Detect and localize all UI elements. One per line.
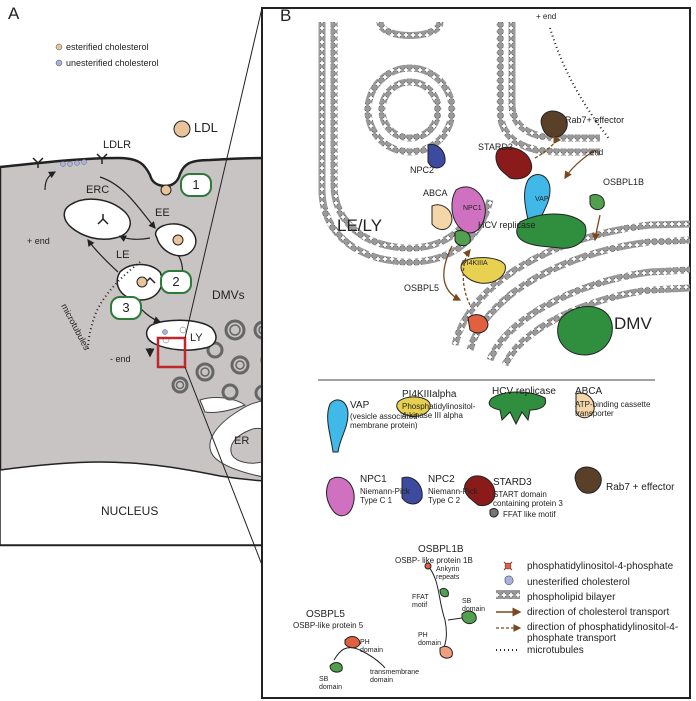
legend-unesterified: unesterified cholesterol [66,58,159,68]
npc1-shape [451,186,486,234]
legend-domain-tm: transmembrane domain [370,669,420,684]
legend-osbpl1b-desc: OSBP- like protein 1B [395,556,473,565]
inner-vesicle [364,20,456,156]
pi4k-shape [460,257,506,284]
osbpl1b-shape [589,193,605,211]
label-b-stard3: STARD3 [478,142,513,152]
legend-hcv-title: HCV replicase [492,386,556,397]
legend-stard3-icon [464,475,496,507]
step-1-badge: 1 [180,173,212,197]
panel-a-letter: A [8,4,20,23]
label-er: ER [234,435,250,447]
legend-esterified: esterified cholesterol [66,42,149,52]
legend-pi4k-title: PI4KIIIalpha [402,389,457,400]
legend-pi4k-desc: Phosphatidylinositol- 4-kinase III alpha [402,402,476,420]
legend-osbpl1b-title: OSBPL1B [418,544,464,555]
label-le: LE [116,249,130,261]
label-b-abca: ABCA [423,188,448,198]
legend-domain-ankyrin: Ankyrin repeats [436,566,460,581]
osbpl5-shape [454,229,471,247]
legend-stard3-desc: START domain containing protein 3 [493,490,563,508]
legend-domain-ffat: FFAT motif [412,594,429,609]
legend-rab7-icon [574,466,602,494]
legend-item-pi4p-transport: direction of phosphatidylinositol-4- pho… [527,622,679,644]
legend-domain-sb1: SB domain [462,598,485,613]
abca-shape [431,204,453,230]
label-b-vap: VAP [535,196,549,203]
label-ly: LY [190,332,203,344]
label-b-le-ly: LE/LY [337,216,383,235]
label-ldl: LDL [194,120,218,135]
ldl-particle [173,120,191,138]
step-3-badge: 3 [110,296,142,320]
label-ldlr: LDLR [103,139,132,151]
label-b-hcv: HCV replicase [478,220,536,230]
erc-compartment [63,198,131,240]
ly-compartment [145,319,217,351]
label-b-osbpl5: OSBPL5 [404,283,440,293]
step-2-badge: 2 [160,270,192,294]
legend-npc1-title: NPC1 [360,474,387,485]
legend-domain-ph1: PH domain [418,632,441,647]
label-ee: EE [155,207,170,219]
label-b-minus-end: - end [585,148,604,157]
label-erc: ERC [86,184,110,196]
legend-abca-icon [575,392,595,419]
legend-npc1-desc: Niemann-Pick Type C 1 [360,487,410,505]
label-b-pi4kiiia: PI4KIIIA [462,260,488,267]
legend-npc2-icon [401,476,423,505]
label-minus-end: - end [110,354,131,364]
legend-ffat-icon [489,508,499,518]
legend-domain-sb2: SB domain [319,676,342,691]
label-b-osbpl1b: OSBPL1B [603,177,645,187]
legend-hcv-icon [488,391,547,426]
rab7-shape [540,110,568,138]
legend-abca-desc: ATP-binding cassette transporter [575,400,651,418]
transport-arrows [443,136,601,306]
legend-item-microtubules: microtubules [527,645,584,656]
legend-osbpl5-title: OSBPL5 [306,609,345,620]
npc2-shape [427,143,446,169]
label-nucleus: NUCLEUS [101,504,159,518]
label-b-plus-end: + end [536,12,557,21]
legend-npc2-desc: Niemann-Pick Type C 2 [428,487,478,505]
label-b-rab7: Rab7+ effector [565,115,625,125]
legend-item-chol-transport: direction of cholesterol transport [527,607,670,618]
legend-domain-ph2: PH domain [360,639,383,654]
legend-osbpl5-desc: OSBP-like protein 5 [293,621,364,630]
label-dmvs: DMVs [212,288,245,302]
osbpl5-lower [467,314,489,334]
legend-item-cholesterol: unesterified cholesterol [527,577,630,588]
label-plus-end: + end [27,236,50,246]
legend-pi4k-icon [396,396,431,417]
legend-npc1-icon [326,476,355,517]
stard3-shape [495,146,533,180]
le-ly-membrane [318,22,600,266]
legend-osbpl1b-drawing [424,562,477,659]
legend-item-bilayer: phospholipid bilayer [527,592,616,603]
legend-item-pi4p: phosphatidylinositol-4-phosphate [527,561,674,572]
dmv-green-shape [557,305,613,356]
legend-vap-icon [327,399,349,453]
legend-abca-title: ABCA [575,386,603,397]
label-b-npc2: NPC2 [410,165,435,175]
microtubule-line [87,261,141,351]
legend-ffat: FFAT like motif [503,510,556,519]
hcv-shape [516,213,587,249]
zoom-box [156,336,187,369]
label-b-npc1: NPC1 [463,205,482,212]
legend-item-icons [496,561,522,651]
legend-osbpl5-drawing [329,636,386,673]
legend-rab7-title: Rab7 + effector [606,482,675,493]
legend-npc2-title: NPC2 [428,474,455,485]
legend-vap-desc: (vesicle associated membrane protein) [350,412,418,430]
er-shape-2 [199,397,247,413]
panel-b-frame [261,7,691,699]
legend-stard3-title: STARD3 [493,477,532,488]
legend-vap-title: VAP [350,400,370,411]
label-b-dmv: DMV [614,314,652,333]
panel-b-letter: B [280,6,292,25]
